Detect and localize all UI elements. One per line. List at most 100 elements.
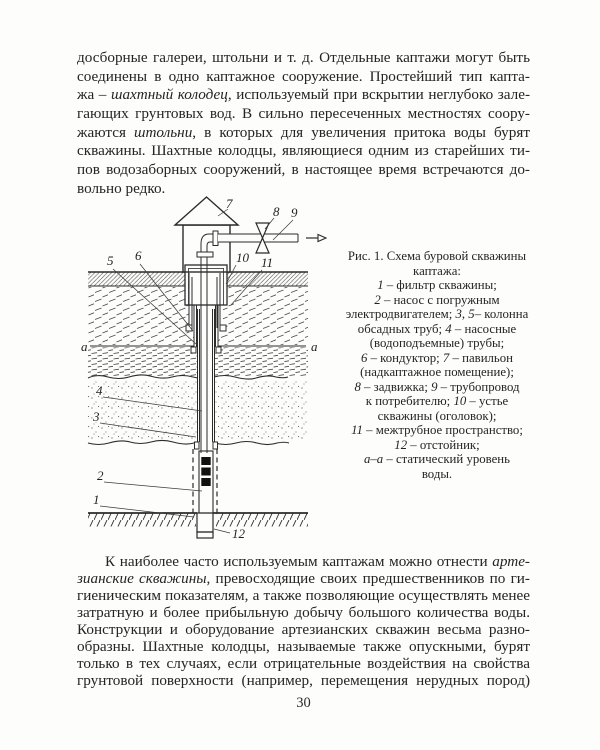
figure-label-7: 7 — [226, 196, 233, 211]
text-segment: 12 — [394, 437, 408, 452]
text-line: жа – шахтный колодец, используемый при в… — [77, 86, 530, 105]
text-line: 11 – межтрубное пространство; — [331, 423, 543, 438]
text-segment: скважины. Шахтные колодцы, являющиеся од… — [77, 142, 530, 160]
text-segment: 3, 5 — [455, 307, 475, 321]
text-line: 12 – отстойник; — [331, 438, 543, 453]
gate-valve-icon — [255, 222, 270, 254]
text-segment: 7 — [442, 350, 450, 365]
text-line: каптажа: — [331, 264, 543, 279]
text-line: только в тех случаях, если отрицательные… — [77, 655, 530, 672]
text-segment: 6 — [360, 350, 368, 365]
text-segment: зианские скважины — [77, 570, 207, 587]
figure-label-9: 9 — [291, 205, 298, 220]
text-line: (водоподъемные) трубы; — [331, 336, 543, 351]
text-line: Конструкции и оборудование артезианских … — [77, 621, 530, 638]
text-segment: жа – — [77, 86, 111, 104]
text-segment: 1 — [377, 278, 384, 292]
paragraph-top: досборные галереи, штольни и т. д. Отдел… — [77, 49, 530, 199]
text-segment: (надкаптажное помещение); — [360, 365, 514, 379]
text-segment: – статический уровень — [383, 452, 510, 466]
text-line: 8 – задвижка; 9 – трубопровод — [331, 380, 543, 395]
figure-label-12: 12 — [232, 526, 246, 541]
pipe-collar — [196, 251, 214, 258]
text-line: К наиболее часто используемым каптажам м… — [77, 553, 530, 570]
text-line: Рис. 1. Схема буровой скважины — [331, 249, 543, 264]
text-segment: затратную и более прибыльную добычу боль… — [77, 604, 530, 621]
text-line: затратную и более прибыльную добычу боль… — [77, 604, 530, 621]
text-line: к потребителю; 10 – устье — [331, 394, 543, 409]
text-line: а–а – статический уровень — [331, 452, 543, 467]
text-segment: Рис. 1. Схема буровой скважины — [347, 249, 527, 263]
text-line: жаются штольни, в которых для увеличения… — [77, 124, 530, 143]
text-segment: досборные галереи, штольни и т. д. Отдел… — [77, 49, 530, 66]
text-segment: вольно редко. — [77, 179, 166, 197]
text-line: вольно редко. — [77, 180, 530, 199]
pipe-flange — [212, 230, 219, 246]
pavilion-roof — [173, 196, 240, 226]
layer-boundary-wavy-line — [87, 439, 290, 446]
figure-label-a-left: а — [81, 339, 88, 354]
figure-label-a-right: а — [311, 339, 318, 354]
text-segment: обсадных труб; — [357, 321, 446, 336]
text-segment: 9 — [431, 379, 438, 394]
text-line: образны. Шахтные колодцы, называемые так… — [77, 638, 530, 655]
text-line: электродвигателем; 3, 5– колонна — [331, 307, 543, 322]
figure-label-6: 6 — [135, 248, 142, 263]
figure-labels: 7 8 9 10 11 5 6 4 3 2 1 12 а а — [80, 195, 319, 542]
flow-arrow — [306, 233, 328, 243]
text-segment: – кондуктор; — [367, 350, 443, 365]
text-segment: – насос с погружным — [380, 292, 500, 307]
figure-label-10: 10 — [236, 250, 250, 265]
figure-label-1: 1 — [93, 492, 100, 507]
text-segment: шахтный колодец — [110, 86, 228, 104]
well-filter-dashed — [192, 449, 218, 513]
text-segment: – отстойник; — [407, 437, 480, 452]
text-segment: соединены в одно каптажное сооружение. П… — [77, 67, 530, 85]
horizontal-pipe — [218, 233, 299, 243]
text-segment: – фильтр скважины; — [383, 278, 497, 292]
text-segment: , превосходящие своих предшественников п… — [206, 570, 530, 587]
text-segment: – насосные — [451, 321, 517, 336]
sump-cap — [196, 531, 214, 539]
discharge-pipe — [196, 222, 328, 453]
paragraph-bottom: К наиболее часто используемым каптажам м… — [77, 553, 530, 689]
text-segment: 4 — [445, 321, 452, 336]
text-line: соединены в одно каптажное сооружение. П… — [77, 68, 530, 87]
text-line: обсадных труб; 4 – насосные — [331, 322, 543, 337]
text-line: гающих грунтовых вод. В сильно пересечен… — [77, 105, 530, 124]
text-segment: пов водозаборных сооружений, в настоящее… — [77, 161, 530, 179]
text-segment: а–а — [364, 452, 384, 466]
text-segment: – межтрубное пространство; — [362, 423, 523, 437]
figure-label-3: 3 — [92, 409, 100, 424]
text-segment: 11 — [351, 423, 363, 437]
pipe-elbow — [200, 233, 213, 253]
text-segment: гающих грунтовых вод. В сильно пересечен… — [77, 105, 530, 123]
inner-casing — [197, 309, 215, 442]
text-segment: арте- — [492, 553, 530, 570]
page-number: 30 — [296, 695, 311, 711]
outer-casing — [193, 305, 219, 347]
well-diagram: 7 8 9 10 11 5 6 4 3 2 1 12 а а — [80, 195, 328, 542]
figure-label-4: 4 — [96, 383, 103, 398]
figure-label-8: 8 — [273, 204, 280, 219]
text-line: зианские скважины, превосходящие своих п… — [77, 570, 530, 587]
text-line: 1 – фильтр скважины; — [331, 278, 543, 293]
text-segment: образны. Шахтные колодцы, называемые так… — [77, 638, 530, 655]
text-segment: к потребителю; — [365, 394, 454, 408]
conductor-casing — [188, 273, 221, 328]
text-segment: грунтовой поверхности (например, перемещ… — [77, 672, 530, 689]
submersible-pump — [201, 457, 211, 486]
text-segment: Конструкции и оборудование артезианских … — [77, 621, 530, 638]
text-segment: скважины (оголовок); — [377, 408, 497, 423]
text-line: грунтовой поверхности (например, перемещ… — [77, 672, 530, 689]
text-line: 6 – кондуктор; 7 – павильон — [331, 351, 543, 366]
riser-pipe — [200, 257, 208, 453]
text-segment: – устье — [466, 394, 509, 408]
text-line: пов водозаборных сооружений, в настоящее… — [77, 161, 530, 180]
well-bottom — [192, 449, 218, 539]
figure-label-2: 2 — [97, 468, 104, 483]
ground-lines — [88, 271, 308, 514]
text-segment: 2 — [374, 292, 381, 307]
